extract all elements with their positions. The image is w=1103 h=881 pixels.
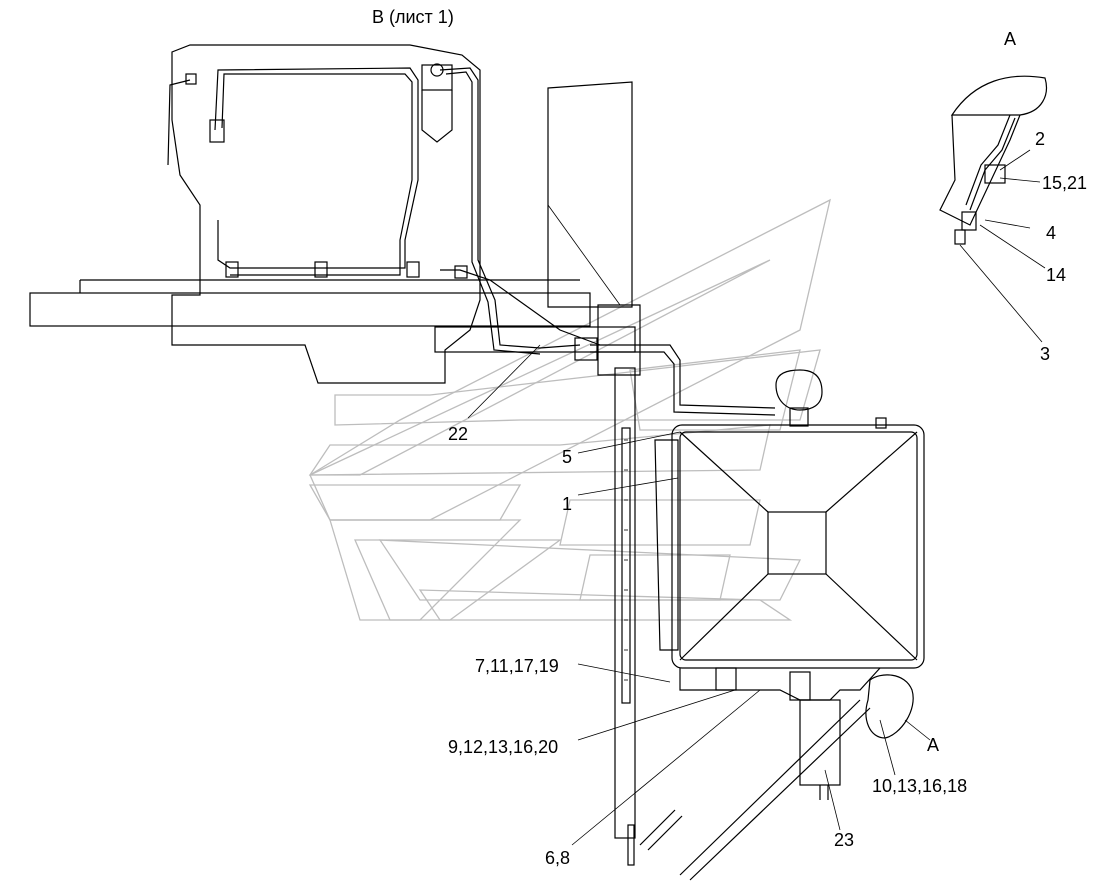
detail-title: А <box>1004 29 1017 49</box>
callout-a: А <box>927 735 940 755</box>
callout-15-21: 15,21 <box>1042 173 1088 193</box>
callout-1: 1 <box>562 494 573 514</box>
fuel-filter <box>421 63 453 143</box>
callout-2: 2 <box>1035 129 1046 149</box>
frame-bracket <box>574 304 679 839</box>
callout-7-11-17-19: 7,11,17,19 <box>475 656 559 676</box>
callout-4: 4 <box>1046 223 1057 243</box>
callout-23: 23 <box>834 830 855 850</box>
leader-lines <box>467 149 1046 846</box>
callout-5: 5 <box>562 447 573 467</box>
view-title: В (лист 1) <box>372 7 454 27</box>
drain-assembly <box>627 674 914 881</box>
callout-14: 14 <box>1046 265 1067 285</box>
callout-10-13-16-18: 10,13,16,18 <box>872 776 968 796</box>
cab-body <box>29 44 636 384</box>
callout-9-12-13-16-20: 9,12,13,16,20 <box>448 737 559 757</box>
callout-3: 3 <box>1040 344 1051 364</box>
fuel-lines <box>167 67 776 416</box>
callout-22: 22 <box>448 424 469 444</box>
callout-6-8: 6,8 <box>545 848 571 868</box>
detail-a-view <box>939 75 1047 245</box>
fuel-tank <box>671 369 925 701</box>
watermark-logo <box>308 198 831 621</box>
